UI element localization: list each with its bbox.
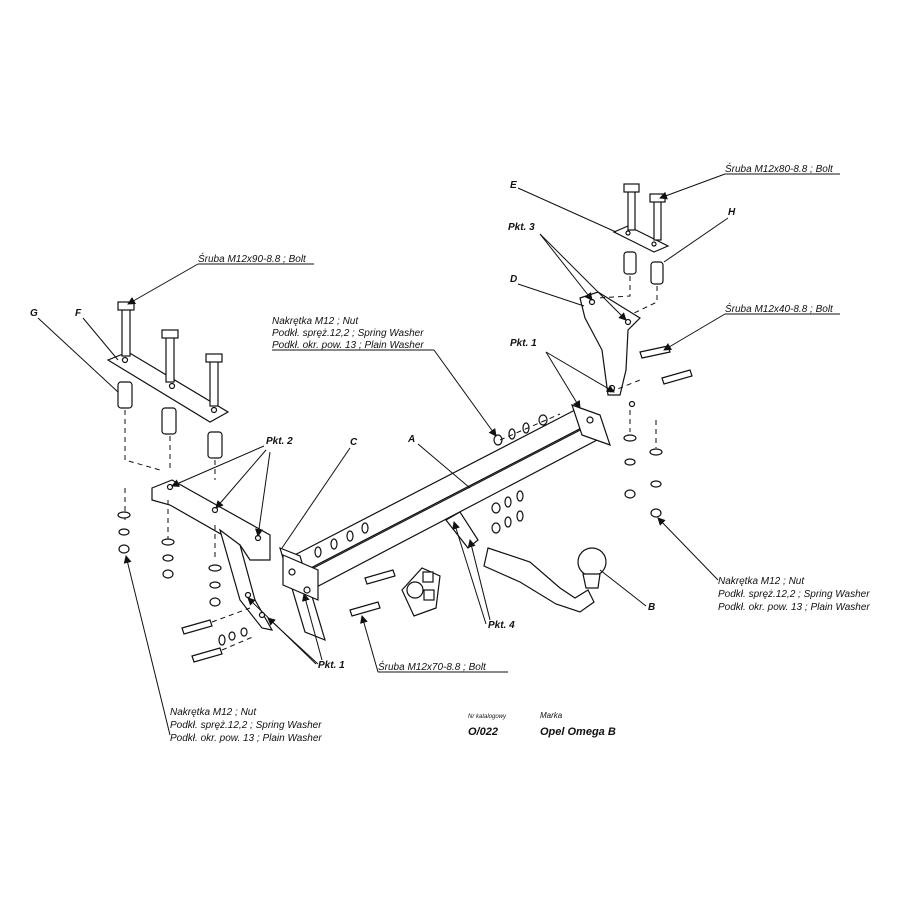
left-bracket-F (106, 301, 230, 480)
left-lower-bracket (124, 479, 274, 631)
label-pkt-2: Pkt. 2 (266, 436, 293, 447)
callout-bolt-m12x40: Śruba M12x40-8.8 ; Bolt (725, 302, 834, 315)
label-B: B (648, 602, 655, 613)
callout-right-nut-3: Podkł. okr. pow. 13 ; Plain Washer (718, 602, 870, 613)
catalog-brand-value: Opel Omega B (540, 726, 616, 738)
callout-right-nut-1: Nakrętka M12 ; Nut (718, 576, 805, 587)
label-F: F (75, 308, 82, 319)
label-A: A (407, 434, 415, 445)
catalog-nr-label: Nr katalogowy (468, 714, 507, 720)
right-bracket-D (579, 183, 670, 408)
callout-center-nut-1: Nakrętka M12 ; Nut (272, 316, 359, 327)
label-pkt-3: Pkt. 3 (508, 222, 535, 233)
callout-left-nut-3: Podkł. okr. pow. 13 ; Plain Washer (170, 733, 322, 744)
callout-bolt-m12x80: Śruba M12x80-8.8 ; Bolt (725, 162, 834, 175)
right-end-plate (571, 404, 611, 446)
callouts: Śruba M12x80-8.8 ; Bolt Śruba M12x90-8.8… (123, 162, 870, 744)
left-fasteners (117, 511, 256, 663)
label-H: H (728, 207, 736, 218)
callout-left-nut-1: Nakrętka M12 ; Nut (170, 707, 257, 718)
centre-fasteners (314, 413, 561, 617)
letter-labels: E H D G F C A B (30, 180, 736, 613)
tow-ball-B (401, 511, 607, 617)
label-D: D (510, 274, 517, 285)
catalog-info: Nr katalogowy O/022 Marka Opel Omega B (468, 711, 616, 738)
callout-center-nut-2: Podkł. spręż.12,2 ; Spring Washer (272, 328, 424, 339)
callout-bolt-m12x70: Śruba M12x70-8.8 ; Bolt (378, 660, 487, 673)
callout-bolt-m12x90: Śruba M12x90-8.8 ; Bolt (198, 252, 307, 265)
right-fasteners (609, 345, 693, 518)
point-labels: Pkt. 3 Pkt. 1 Pkt. 2 Pkt. 1 Pkt. 4 (171, 222, 627, 671)
catalog-nr-value: O/022 (468, 726, 498, 738)
label-E: E (510, 180, 517, 191)
label-pkt-1-left: Pkt. 1 (318, 660, 345, 671)
label-C: C (350, 437, 358, 448)
callout-left-nut-2: Podkł. spręż.12,2 ; Spring Washer (170, 720, 322, 731)
callout-right-nut-2: Podkł. spręż.12,2 ; Spring Washer (718, 589, 870, 600)
callout-center-nut-3: Podkł. okr. pow. 13 ; Plain Washer (272, 340, 424, 351)
label-G: G (30, 308, 38, 319)
cross-beam-A (283, 409, 599, 593)
label-pkt-4: Pkt. 4 (488, 620, 515, 631)
label-pkt-1-right: Pkt. 1 (510, 338, 537, 349)
catalog-brand-label: Marka (540, 711, 563, 720)
